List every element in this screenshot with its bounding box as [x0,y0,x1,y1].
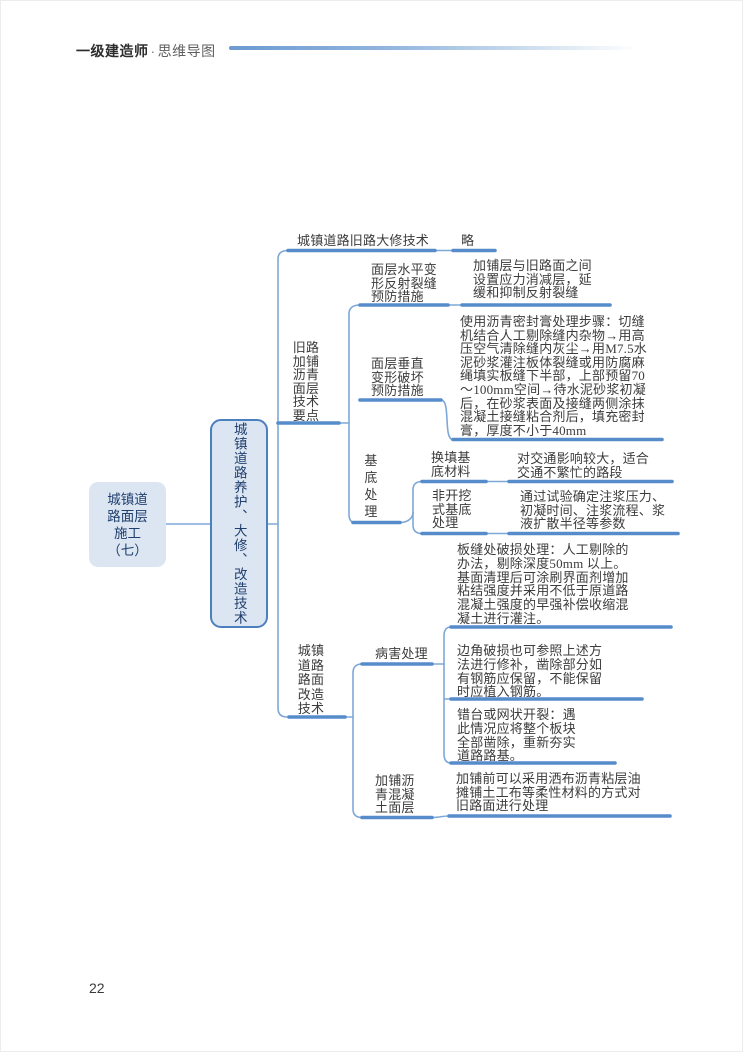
label-vertical-deform: 面层垂直 变形破坏 预防措施 [371,356,424,399]
header-brand: 一级建造师 [76,43,149,59]
label-disease-treatment: 病害处理 [375,646,428,661]
label-base-treatment: 基 底 处 理 [364,453,378,519]
label-overlay-key-points: 旧路 加铺 沥青 面层 技术 要点 [292,340,320,423]
value-old-road-repair: 略 [461,233,475,248]
label-asphalt-concrete-overlay: 加铺沥 青混凝 土面层 [375,773,415,816]
node-trunk-label: 城镇道路养护、大修、改造技术 [231,422,247,625]
value-disease-note-slab-joint: 板缝处破损处理：人工剔除的 办法，剔除深度50mm 以上。 基面清理后可涂刷界面… [457,542,629,626]
label-old-road-repair: 城镇道路旧路大修技术 [297,233,430,248]
value-horizontal-deform: 加铺层与旧路面之间 设置应力消减层，延 缓和抑制反射裂缝 [473,258,592,301]
page-number: 22 [89,980,105,996]
header-subtitle: 思维导图 [157,43,216,59]
underline-bars [276,248,680,820]
value-vertical-deform: 使用沥青密封膏处理步骤：切缝 机结合人工剔除缝内杂物→用高 压空气清除缝内灰尘→… [460,314,648,438]
header-separator: · [150,43,156,59]
node-trunk: 城镇道路养护、大修、改造技术 [210,419,268,628]
value-disease-note-faulting: 错台或网状开裂：遇 此情况应将整个板块 全部凿除，重新夯实 道路路基。 [457,707,576,764]
value-disease-note-edge-damage: 边角破损也可参照上述方 法进行修补，凿除部分如 有钢筋应保留，不能保留 时应植入… [457,643,603,700]
value-trenchless-base: 通过试验确定注浆压力、 初凝时间、注浆流程、浆 液扩散半径等参数 [520,489,666,532]
label-replace-fill: 换填基 底材料 [431,450,471,479]
node-root: 城镇道 路面层 施工 （七） [89,482,166,567]
header-gradient-rule [229,46,659,50]
value-asphalt-concrete-overlay: 加铺前可以采用洒布沥青粘层油 摊铺土工布等柔性材料的方式对 旧路面进行处理 [456,771,641,814]
label-trenchless-base: 非开挖 式基底 处理 [432,488,472,531]
connector-curves [165,249,510,819]
value-replace-fill: 对交通影响较大，适合 交通不繁忙的路段 [517,451,650,480]
label-renovation: 城镇 道路 路面 改造 技术 [297,643,325,716]
label-horizontal-deform: 面层水平变 形反射裂缝 预防措施 [371,262,438,305]
page-header: 一级建造师·思维导图 [76,41,216,61]
